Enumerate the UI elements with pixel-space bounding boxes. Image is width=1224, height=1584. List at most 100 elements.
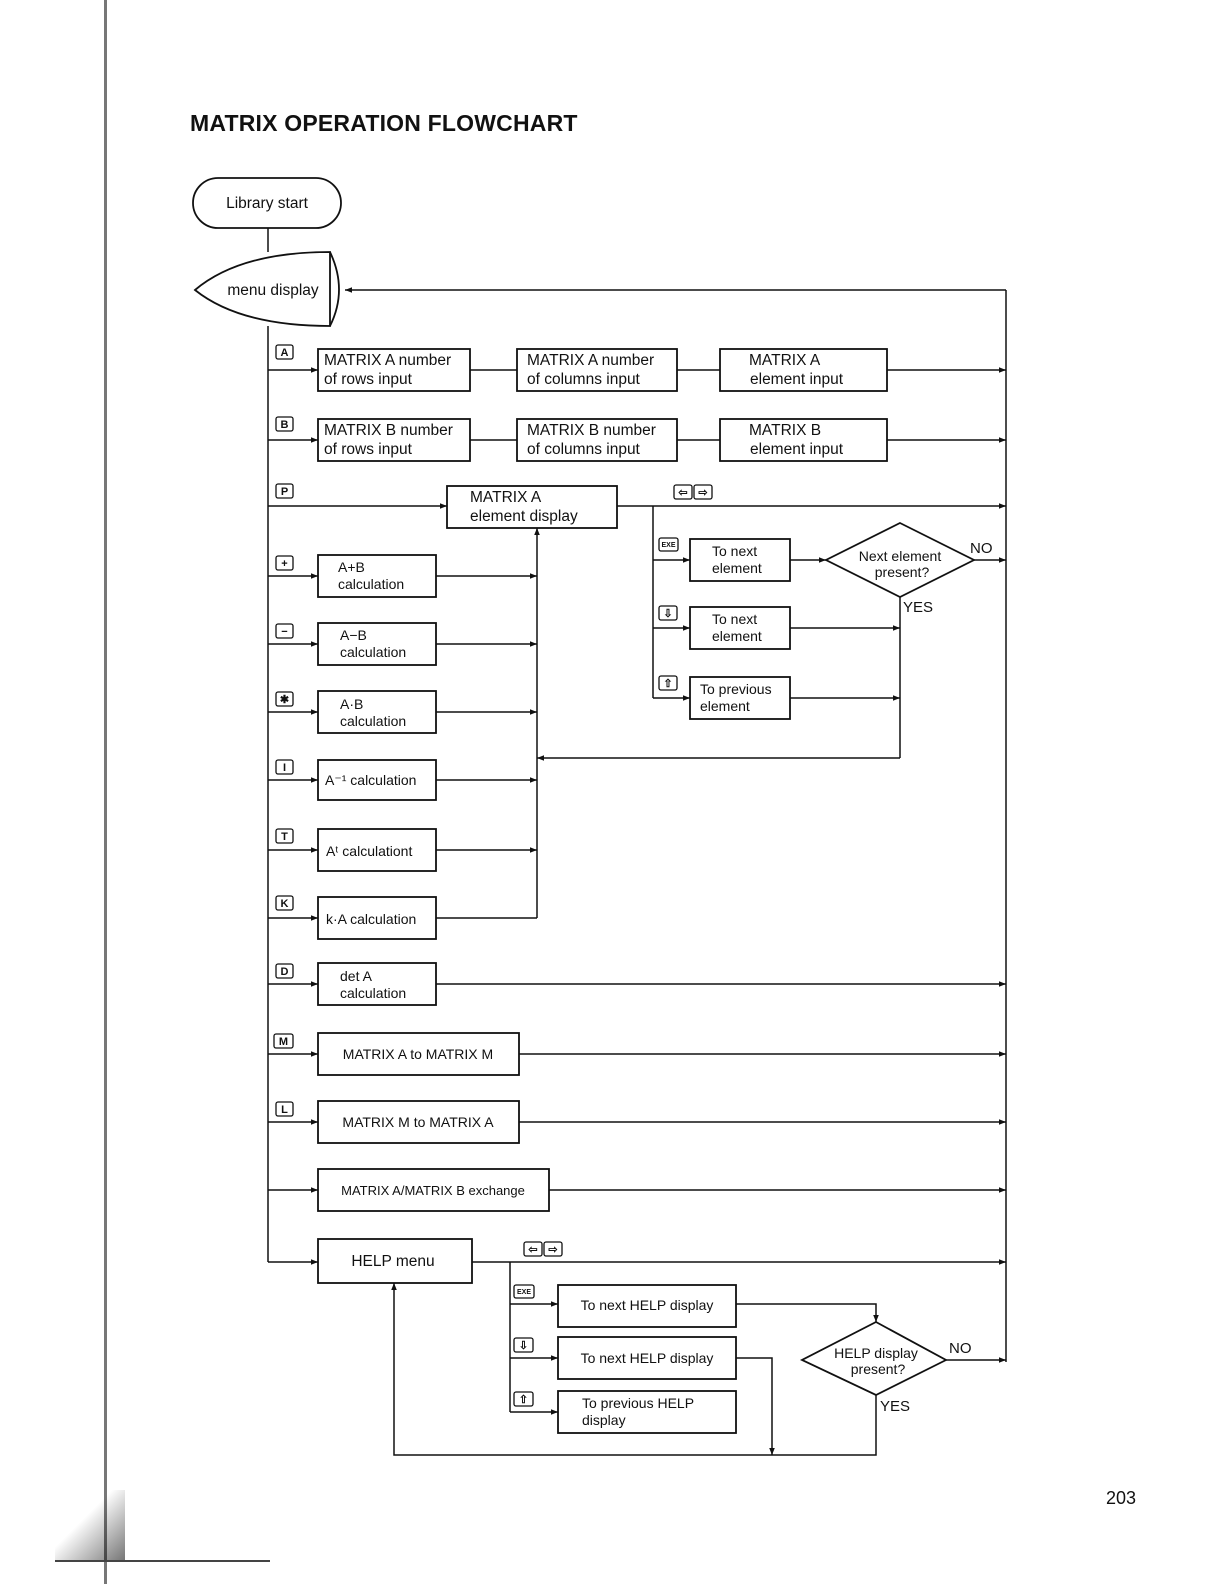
svg-text:⇧: ⇧ [519, 1394, 528, 1406]
svg-text:+: + [281, 558, 287, 570]
help-key-up-icon: ⇧ [513, 1391, 534, 1407]
help-key-right-icon: ⇨ [543, 1241, 563, 1257]
key-b-icon: B [275, 416, 294, 432]
key-left-icon: ⇦ [673, 484, 693, 500]
key-l-icon: L [275, 1101, 294, 1117]
bottom-rule [55, 1560, 270, 1562]
svg-text:MATRIX B number: MATRIX B number [324, 422, 453, 439]
key-k-icon: K [275, 895, 294, 911]
page-title: MATRIX OPERATION FLOWCHART [190, 110, 578, 136]
to-next-element-box-2: To next element [689, 606, 791, 650]
matrix-b-columns-box: MATRIX B number of columns input [516, 418, 678, 462]
svg-text:MATRIX A to MATRIX M: MATRIX A to MATRIX M [343, 1046, 493, 1062]
key-exe-icon: EXE [658, 537, 679, 552]
svg-text:MATRIX A: MATRIX A [470, 489, 542, 506]
svg-text:of rows input: of rows input [324, 371, 413, 388]
svg-text:D: D [281, 966, 289, 978]
svg-text:MATRIX M to MATRIX A: MATRIX M to MATRIX A [342, 1114, 494, 1130]
key-down-icon: ⇩ [658, 605, 678, 621]
svg-text:EXE: EXE [661, 542, 675, 549]
to-previous-element-box: To previous element [689, 676, 791, 720]
matrix-b-element-input-box: MATRIX B element input [719, 418, 888, 462]
svg-text:of columns input: of columns input [527, 371, 641, 388]
a-plus-b-box: A+B calculation [317, 554, 437, 598]
help-key-left-icon: ⇦ [523, 1241, 543, 1257]
library-start-terminal: Library start [192, 177, 342, 229]
svg-text:To next HELP display: To next HELP display [581, 1350, 714, 1366]
help-next-box-1: To next HELP display [557, 1284, 737, 1328]
svg-text:of columns input: of columns input [527, 441, 641, 458]
svg-text:Aᵗ calculationt: Aᵗ calculationt [326, 843, 412, 859]
a-transpose-box: Aᵗ calculationt [317, 828, 437, 872]
svg-text:⇨: ⇨ [548, 1244, 558, 1256]
svg-text:Next element: Next element [859, 548, 942, 564]
svg-text:MATRIX B number: MATRIX B number [527, 422, 656, 439]
svg-text:calculation: calculation [338, 576, 404, 592]
connectors [267, 228, 1007, 1456]
svg-text:A·B: A·B [340, 696, 363, 712]
svg-text:element: element [712, 628, 762, 644]
page-spine [104, 0, 107, 1584]
key-d-icon: D [275, 963, 294, 979]
svg-text:P: P [281, 486, 288, 498]
svg-text:⇩: ⇩ [519, 1340, 528, 1352]
svg-text:MATRIX A/MATRIX B exchange: MATRIX A/MATRIX B exchange [341, 1183, 525, 1198]
svg-text:To next HELP display: To next HELP display [581, 1297, 714, 1313]
key-a-icon: A [275, 344, 294, 360]
key-times-icon: ✱ [275, 691, 294, 707]
svg-text:To next: To next [712, 543, 757, 559]
svg-text:⇩: ⇩ [663, 608, 672, 620]
next-element-yes-label: YES [903, 599, 933, 616]
page-number: 203 [1106, 1488, 1137, 1508]
svg-text:display: display [582, 1412, 626, 1428]
svg-text:To next: To next [712, 611, 757, 627]
svg-text:HELP menu: HELP menu [351, 1253, 434, 1270]
svg-text:✱: ✱ [280, 694, 289, 706]
svg-text:present?: present? [851, 1361, 906, 1377]
svg-text:MATRIX A: MATRIX A [749, 352, 821, 369]
key-right-icon: ⇨ [693, 484, 713, 500]
menu-display-label: menu display [227, 282, 319, 299]
matrix-a-element-input-box: MATRIX A element input [719, 348, 888, 392]
svg-text:⇧: ⇧ [663, 678, 672, 690]
k-times-a-box: k·A calculation [317, 896, 437, 940]
matrix-b-rows-box: MATRIX B number of rows input [317, 418, 471, 462]
help-display-present-decision: HELP display present? [799, 1320, 948, 1397]
svg-text:k·A calculation: k·A calculation [326, 911, 416, 927]
help-display-yes-label: YES [880, 1398, 910, 1415]
svg-text:element display: element display [470, 508, 578, 525]
matrix-a-element-display-box: MATRIX A element display [446, 485, 618, 529]
svg-text:−: − [281, 626, 287, 638]
key-minus-icon: − [275, 623, 294, 639]
matrix-m-to-a-box: MATRIX M to MATRIX A [317, 1100, 520, 1144]
key-i-icon: I [275, 759, 294, 775]
svg-text:To previous HELP: To previous HELP [582, 1395, 694, 1411]
next-element-present-decision: Next element present? [823, 521, 977, 599]
svg-text:A: A [281, 347, 289, 359]
svg-text:⇦: ⇦ [527, 1244, 537, 1256]
svg-text:calculation: calculation [340, 644, 406, 660]
corner-shadow [55, 1490, 125, 1562]
det-a-box: det A calculation [317, 962, 437, 1006]
next-element-no-label: NO [970, 540, 993, 557]
svg-text:det A: det A [340, 968, 373, 984]
svg-text:element input: element input [750, 441, 844, 458]
matrix-a-rows-box: MATRIX A number of rows input [317, 348, 471, 392]
svg-text:calculation: calculation [340, 713, 406, 729]
svg-text:⇦: ⇦ [677, 487, 687, 499]
svg-text:T: T [281, 831, 288, 843]
key-p-icon: P [275, 483, 294, 499]
svg-text:calculation: calculation [340, 985, 406, 1001]
a-minus-b-box: A−B calculation [317, 622, 437, 666]
svg-text:L: L [281, 1104, 288, 1116]
to-next-element-box-1: To next element [689, 538, 791, 582]
svg-text:HELP display: HELP display [834, 1345, 918, 1361]
svg-text:element: element [700, 698, 750, 714]
svg-text:A+B: A+B [338, 559, 365, 575]
key-t-icon: T [275, 828, 294, 844]
svg-text:A⁻¹ calculation: A⁻¹ calculation [325, 772, 416, 788]
svg-text:MATRIX B: MATRIX B [749, 422, 821, 439]
svg-text:of rows input: of rows input [324, 441, 413, 458]
key-plus-icon: + [275, 555, 294, 571]
